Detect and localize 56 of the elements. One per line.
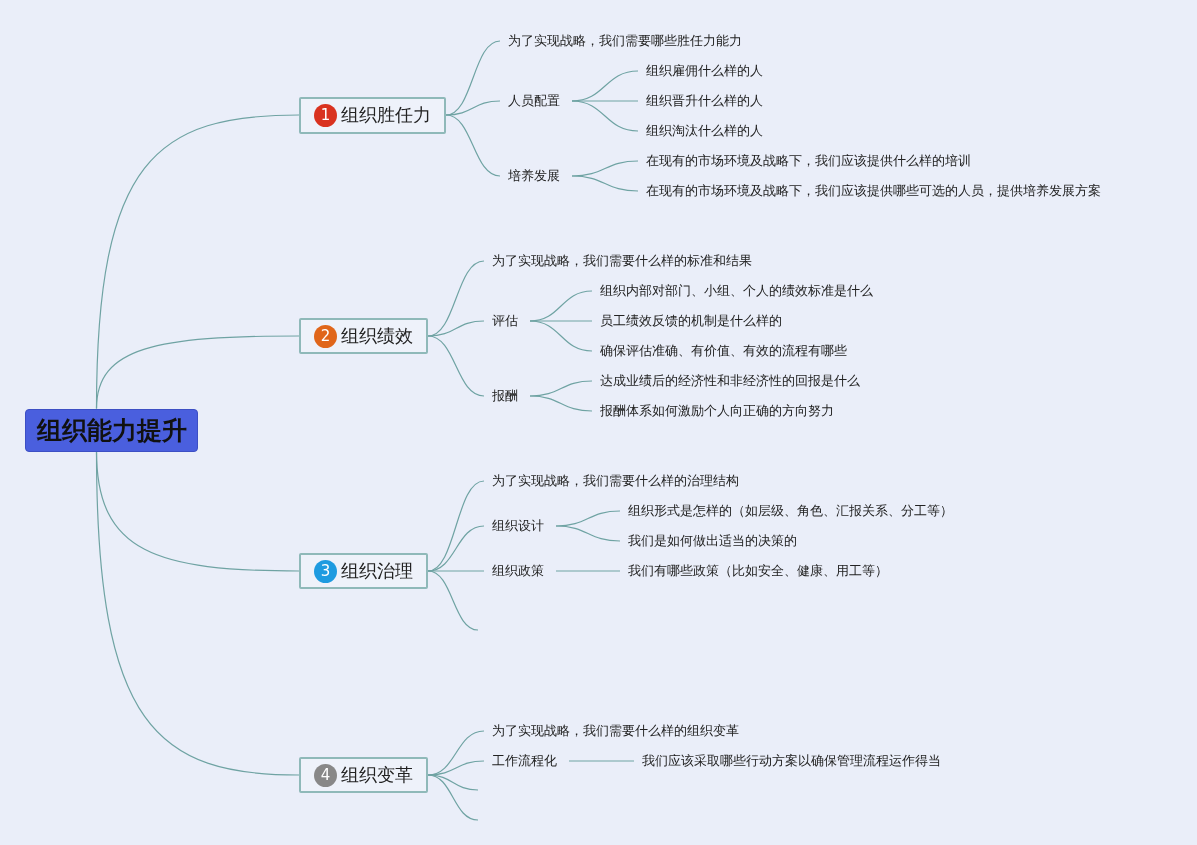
subtopic-text: 组织设计: [484, 516, 556, 536]
subtopic-text: 在现有的市场环境及战略下，我们应该提供什么样的培训: [638, 151, 983, 171]
subtopic-text: 人员配置: [500, 91, 572, 111]
connector-line: [427, 774, 479, 791]
subtopic-text: 确保评估准确、有价值、有效的流程有哪些: [592, 341, 859, 361]
subtopic-text: 报酬体系如何激励个人向正确的方向努力: [592, 401, 846, 421]
subtopic-text: 我们是如何做出适当的决策的: [620, 531, 809, 551]
connector-line: [427, 570, 485, 572]
subtopic-text: 为了实现战略，我们需要什么样的标准和结果: [484, 251, 764, 271]
branch-topic-text: 组织胜任力: [341, 103, 431, 127]
connector-line: [571, 100, 639, 132]
subtopic-text: 工作流程化: [484, 751, 569, 771]
subtopic-text: 组织雇佣什么样的人: [638, 61, 775, 81]
subtopic-text: 我们有哪些政策（比如安全、健康、用工等）: [620, 561, 900, 581]
central-topic-box: 组织能力提升: [25, 408, 198, 452]
branch-topic-box: [299, 318, 428, 354]
connector-line: [571, 175, 639, 192]
connector-line: [529, 395, 593, 412]
number-badge: 1: [314, 103, 337, 127]
subtopic-text: 组织政策: [484, 561, 556, 581]
subtopic-text: 组织内部对部门、小组、个人的绩效标准是什么: [592, 281, 885, 301]
subtopic-text: 组织淘汰什么样的人: [638, 121, 775, 141]
subtopic-text: 为了实现战略，我们需要什么样的治理结构: [484, 471, 751, 491]
connector-line: [427, 760, 485, 776]
connector-line: [529, 320, 593, 352]
connector-line: [95, 335, 300, 410]
connector-line: [427, 774, 479, 821]
subtopic-text: 组织形式是怎样的（如层级、角色、汇报关系、分工等）: [620, 501, 965, 521]
connector-line: [445, 100, 501, 116]
branch-topic-text: 组织治理: [341, 559, 413, 583]
subtopic-text: 为了实现战略，我们需要哪些胜任力能力: [500, 31, 754, 51]
subtopic-text: 为了实现战略，我们需要什么样的组织变革: [484, 721, 751, 741]
number-badge: 3: [314, 559, 337, 583]
number-badge: 2: [314, 324, 337, 348]
connector-line: [568, 760, 635, 762]
connector-line: [445, 114, 501, 177]
subtopic-text: 我们应该采取哪些行动方案以确保管理流程运作得当: [634, 751, 953, 771]
branch-topic-box: [299, 553, 428, 589]
connector-line: [427, 335, 485, 397]
branch-topic-box: [299, 757, 428, 793]
subtopic-text: 组织晋升什么样的人: [638, 91, 775, 111]
subtopic-text: 员工绩效反馈的机制是什么样的: [592, 311, 794, 331]
branch-topic-text: 组织绩效: [341, 324, 413, 348]
number-badge: 4: [314, 763, 337, 787]
connector-line: [555, 570, 621, 572]
connector-line: [427, 570, 479, 631]
subtopic-text: 报酬: [484, 386, 530, 406]
connector-line: [555, 525, 621, 542]
connector-line: [427, 320, 485, 337]
branch-topic-box: [299, 96, 446, 134]
branch-topic-text: 组织变革: [341, 763, 413, 787]
subtopic-text: 培养发展: [500, 166, 572, 186]
subtopic-text: 达成业绩后的经济性和非经济性的回报是什么: [592, 371, 872, 391]
connector-line: [95, 450, 300, 776]
subtopic-text: 在现有的市场环境及战略下，我们应该提供哪些可选的人员，提供培养发展方案: [638, 181, 1113, 201]
subtopic-text: 评估: [484, 311, 530, 331]
